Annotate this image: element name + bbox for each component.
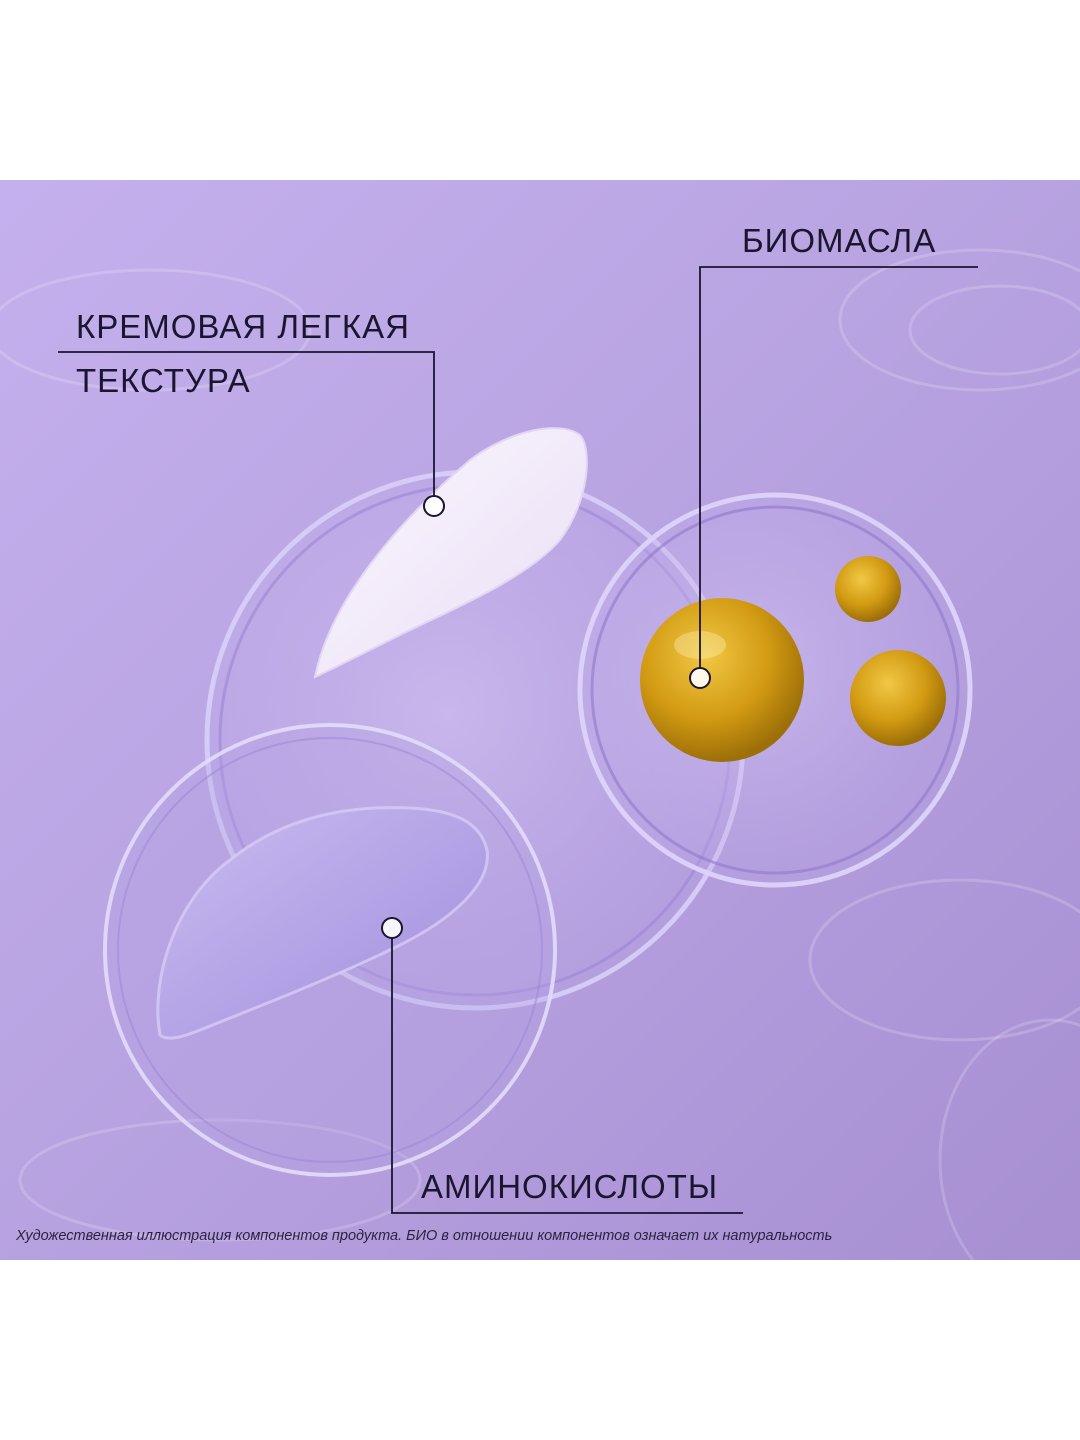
callout-markers <box>381 495 711 939</box>
oil-drops <box>640 556 946 762</box>
biooils-label: БИОМАСЛА <box>742 222 937 259</box>
product-infographic-panel: КРЕМОВАЯ ЛЕГКАЯ ТЕКСТУРА БИОМАСЛА АМИНОК… <box>0 180 1080 1260</box>
oil-marker-icon <box>689 667 711 689</box>
water-ripples <box>0 248 1080 1260</box>
amino-acids-label: АМИНОКИСЛОТЫ <box>421 1168 719 1205</box>
cream-smear <box>313 427 588 679</box>
callout-lines <box>58 266 978 1214</box>
oil-drop-small <box>835 556 901 622</box>
cream-texture-label-line2: ТЕКСТУРА <box>76 362 251 399</box>
cream-marker-icon <box>423 495 445 517</box>
oil-drop-large <box>640 598 804 762</box>
cream-texture-label-line1: КРЕМОВАЯ ЛЕГКАЯ <box>76 308 410 345</box>
disclaimer-footnote: Художественная иллюстрация компонентов п… <box>16 1228 833 1244</box>
ingredients-illustration <box>0 180 1080 1260</box>
amino-gel-smear <box>156 806 489 1040</box>
oil-drop-medium <box>850 650 946 746</box>
amino-marker-icon <box>381 917 403 939</box>
